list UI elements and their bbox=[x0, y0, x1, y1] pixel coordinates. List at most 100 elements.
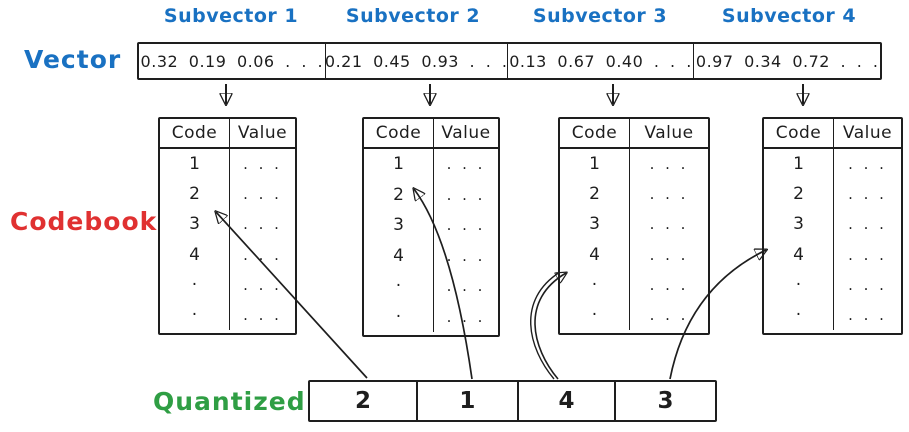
codebook-table-2: Code Value 1. . .2. . .3. . .4. . .·. . … bbox=[362, 117, 500, 337]
value-column-header: Value bbox=[441, 123, 491, 143]
subvector-3-label: Subvector 3 bbox=[532, 5, 668, 27]
code-cell: 3 bbox=[764, 209, 834, 240]
value-cell: . . . bbox=[649, 275, 689, 294]
code-cell: · bbox=[764, 269, 834, 300]
value-cell: . . . bbox=[446, 277, 486, 296]
codebook-table-3: Code Value 1. . .2. . .3. . .4. . .·. . … bbox=[558, 117, 710, 335]
value-cell: . . . bbox=[649, 215, 689, 234]
code-cell: · bbox=[364, 271, 434, 302]
value-cell: . . . bbox=[848, 155, 887, 174]
code-column-header: Code bbox=[560, 119, 630, 147]
subvector-3-values: 0.13 0.67 0.40 . . . bbox=[508, 44, 695, 78]
codebook-table-1: Code Value 1. . .2. . .3. . .4. . .·. . … bbox=[158, 117, 297, 335]
code-cell: 2 bbox=[160, 179, 230, 210]
codebook-row: 2 . . . bbox=[160, 179, 295, 210]
code-cell: 3 bbox=[560, 209, 630, 240]
value-column-header: Value bbox=[237, 123, 288, 143]
codebook-row: ·. . . bbox=[160, 299, 295, 331]
quantized-cell-1: 2 bbox=[310, 382, 418, 420]
quantized-cell-4: 3 bbox=[657, 388, 674, 414]
codebook-row: 2 . . . bbox=[764, 179, 901, 210]
quantized-cell-2: 1 bbox=[418, 382, 519, 420]
code-cell: 1 bbox=[764, 149, 834, 180]
value-cell: . . . bbox=[848, 215, 887, 234]
code-cell: 4 bbox=[160, 239, 230, 270]
value-cell: . . . bbox=[649, 245, 689, 264]
code-cell: 3 bbox=[160, 209, 230, 240]
code-cell: · bbox=[560, 299, 630, 331]
codebook-row: 1 . . . bbox=[364, 149, 498, 180]
value-cell: . . . bbox=[848, 185, 887, 204]
codebook-table-body: 1 . . . 2 . . . 3. . .4 . . . · . . . · . . . bbox=[364, 140, 498, 335]
codebook-row: 2 . . . bbox=[364, 179, 498, 210]
value-column-header: Value bbox=[842, 123, 893, 143]
value-cell: . . . bbox=[243, 245, 282, 264]
value-cell: . . . bbox=[446, 246, 486, 265]
codebook-row: ·. . . bbox=[560, 269, 708, 300]
subvector-2-values: 0.21 0.45 0.93 . . . bbox=[325, 44, 508, 78]
codebook-table-4: Code Value 1. . .2. . .3. . .4. . .·. . … bbox=[762, 117, 903, 335]
value-cell: . . . bbox=[848, 305, 887, 324]
code-cell: 4 bbox=[560, 239, 630, 270]
codebook-row: 4 . . . bbox=[364, 240, 498, 271]
value-cell: . . . bbox=[243, 275, 282, 294]
code-cell: 3 bbox=[364, 210, 434, 241]
codebook-row: 1 . . . bbox=[764, 149, 901, 180]
subvector-1-values: 0.32 0.19 0.06 . . . bbox=[139, 44, 326, 78]
value-cell: . . . bbox=[649, 185, 689, 204]
code-cell: · bbox=[764, 299, 834, 331]
value-cell: . . . bbox=[649, 305, 689, 324]
code-cell: 4 bbox=[764, 239, 834, 270]
codebook-row: 3 . . . bbox=[560, 209, 708, 240]
codebook-row: · . . . bbox=[560, 299, 708, 331]
codebook-table-header: Code Value bbox=[160, 119, 295, 149]
codebook-row: 4 . . . bbox=[560, 239, 708, 270]
code-cell: 1 bbox=[364, 149, 434, 180]
codebook-row: · . . . bbox=[160, 269, 295, 300]
value-cell: . . . bbox=[243, 215, 282, 234]
subvector-1-label: Subvector 1 bbox=[163, 5, 299, 27]
codebook-row: 4 . . . bbox=[160, 239, 295, 270]
vector-label: Vector bbox=[24, 45, 122, 74]
code-cell: · bbox=[160, 269, 230, 300]
vector-box: 0.32 0.19 0.06 . . . 0.21 0.45 0.93 . . … bbox=[137, 42, 882, 80]
codebook-row: · . . . bbox=[364, 271, 498, 302]
codebook-table-body: 1. . .2. . .3. . .4. . .·. . .·. . . bbox=[560, 140, 708, 333]
code-cell: · bbox=[160, 299, 230, 331]
codebook-row: 1 . . . bbox=[560, 149, 708, 180]
code-cell: 4 bbox=[364, 240, 434, 271]
codebook-table-body: 1. . .2. . .3. . .4. . .·. . .·. . . bbox=[764, 140, 901, 333]
codebook-row: 3 . . . bbox=[160, 209, 295, 240]
value-cell: . . . bbox=[446, 307, 486, 326]
value-cell: . . . bbox=[848, 245, 887, 264]
code-column-header: Code bbox=[364, 119, 434, 147]
quantized-box: 2 1 4 3 bbox=[308, 380, 717, 422]
codebook-row: 1. . . bbox=[160, 149, 295, 180]
code-cell: 2 bbox=[764, 179, 834, 210]
value-cell: . . . bbox=[446, 185, 486, 204]
codebook-table-body: 1. . .2. . .3. . .4. . .·. . .·. . . bbox=[160, 140, 295, 333]
codebook-row: · . . . bbox=[764, 299, 901, 331]
codebook-label: Codebook bbox=[10, 207, 158, 236]
codebook-table-header: Code Value bbox=[560, 119, 708, 149]
code-cell: 2 bbox=[560, 179, 630, 210]
code-cell: 1 bbox=[560, 149, 630, 180]
codebook-row: · . . . bbox=[364, 301, 498, 332]
value-column-header: Value bbox=[644, 123, 694, 143]
codebook-row: 3. . . bbox=[364, 210, 498, 241]
code-cell: 2 bbox=[364, 179, 434, 210]
code-cell: 1 bbox=[160, 149, 230, 180]
code-cell: · bbox=[364, 301, 434, 332]
code-column-header: Code bbox=[764, 119, 834, 147]
codebook-row: ·. . . bbox=[764, 269, 901, 300]
subvector-2-label: Subvector 2 bbox=[345, 5, 481, 27]
code-column-header: Code bbox=[160, 119, 230, 147]
quantized-cell-3: 4 bbox=[519, 382, 616, 420]
value-cell: . . . bbox=[243, 185, 282, 204]
mapping-arrow-3-twin bbox=[530, 271, 561, 380]
value-cell: . . . bbox=[649, 155, 689, 174]
value-cell: . . . bbox=[446, 155, 486, 174]
codebook-row: 3 . . . bbox=[764, 209, 901, 240]
codebook-row: 2 . . . bbox=[560, 179, 708, 210]
